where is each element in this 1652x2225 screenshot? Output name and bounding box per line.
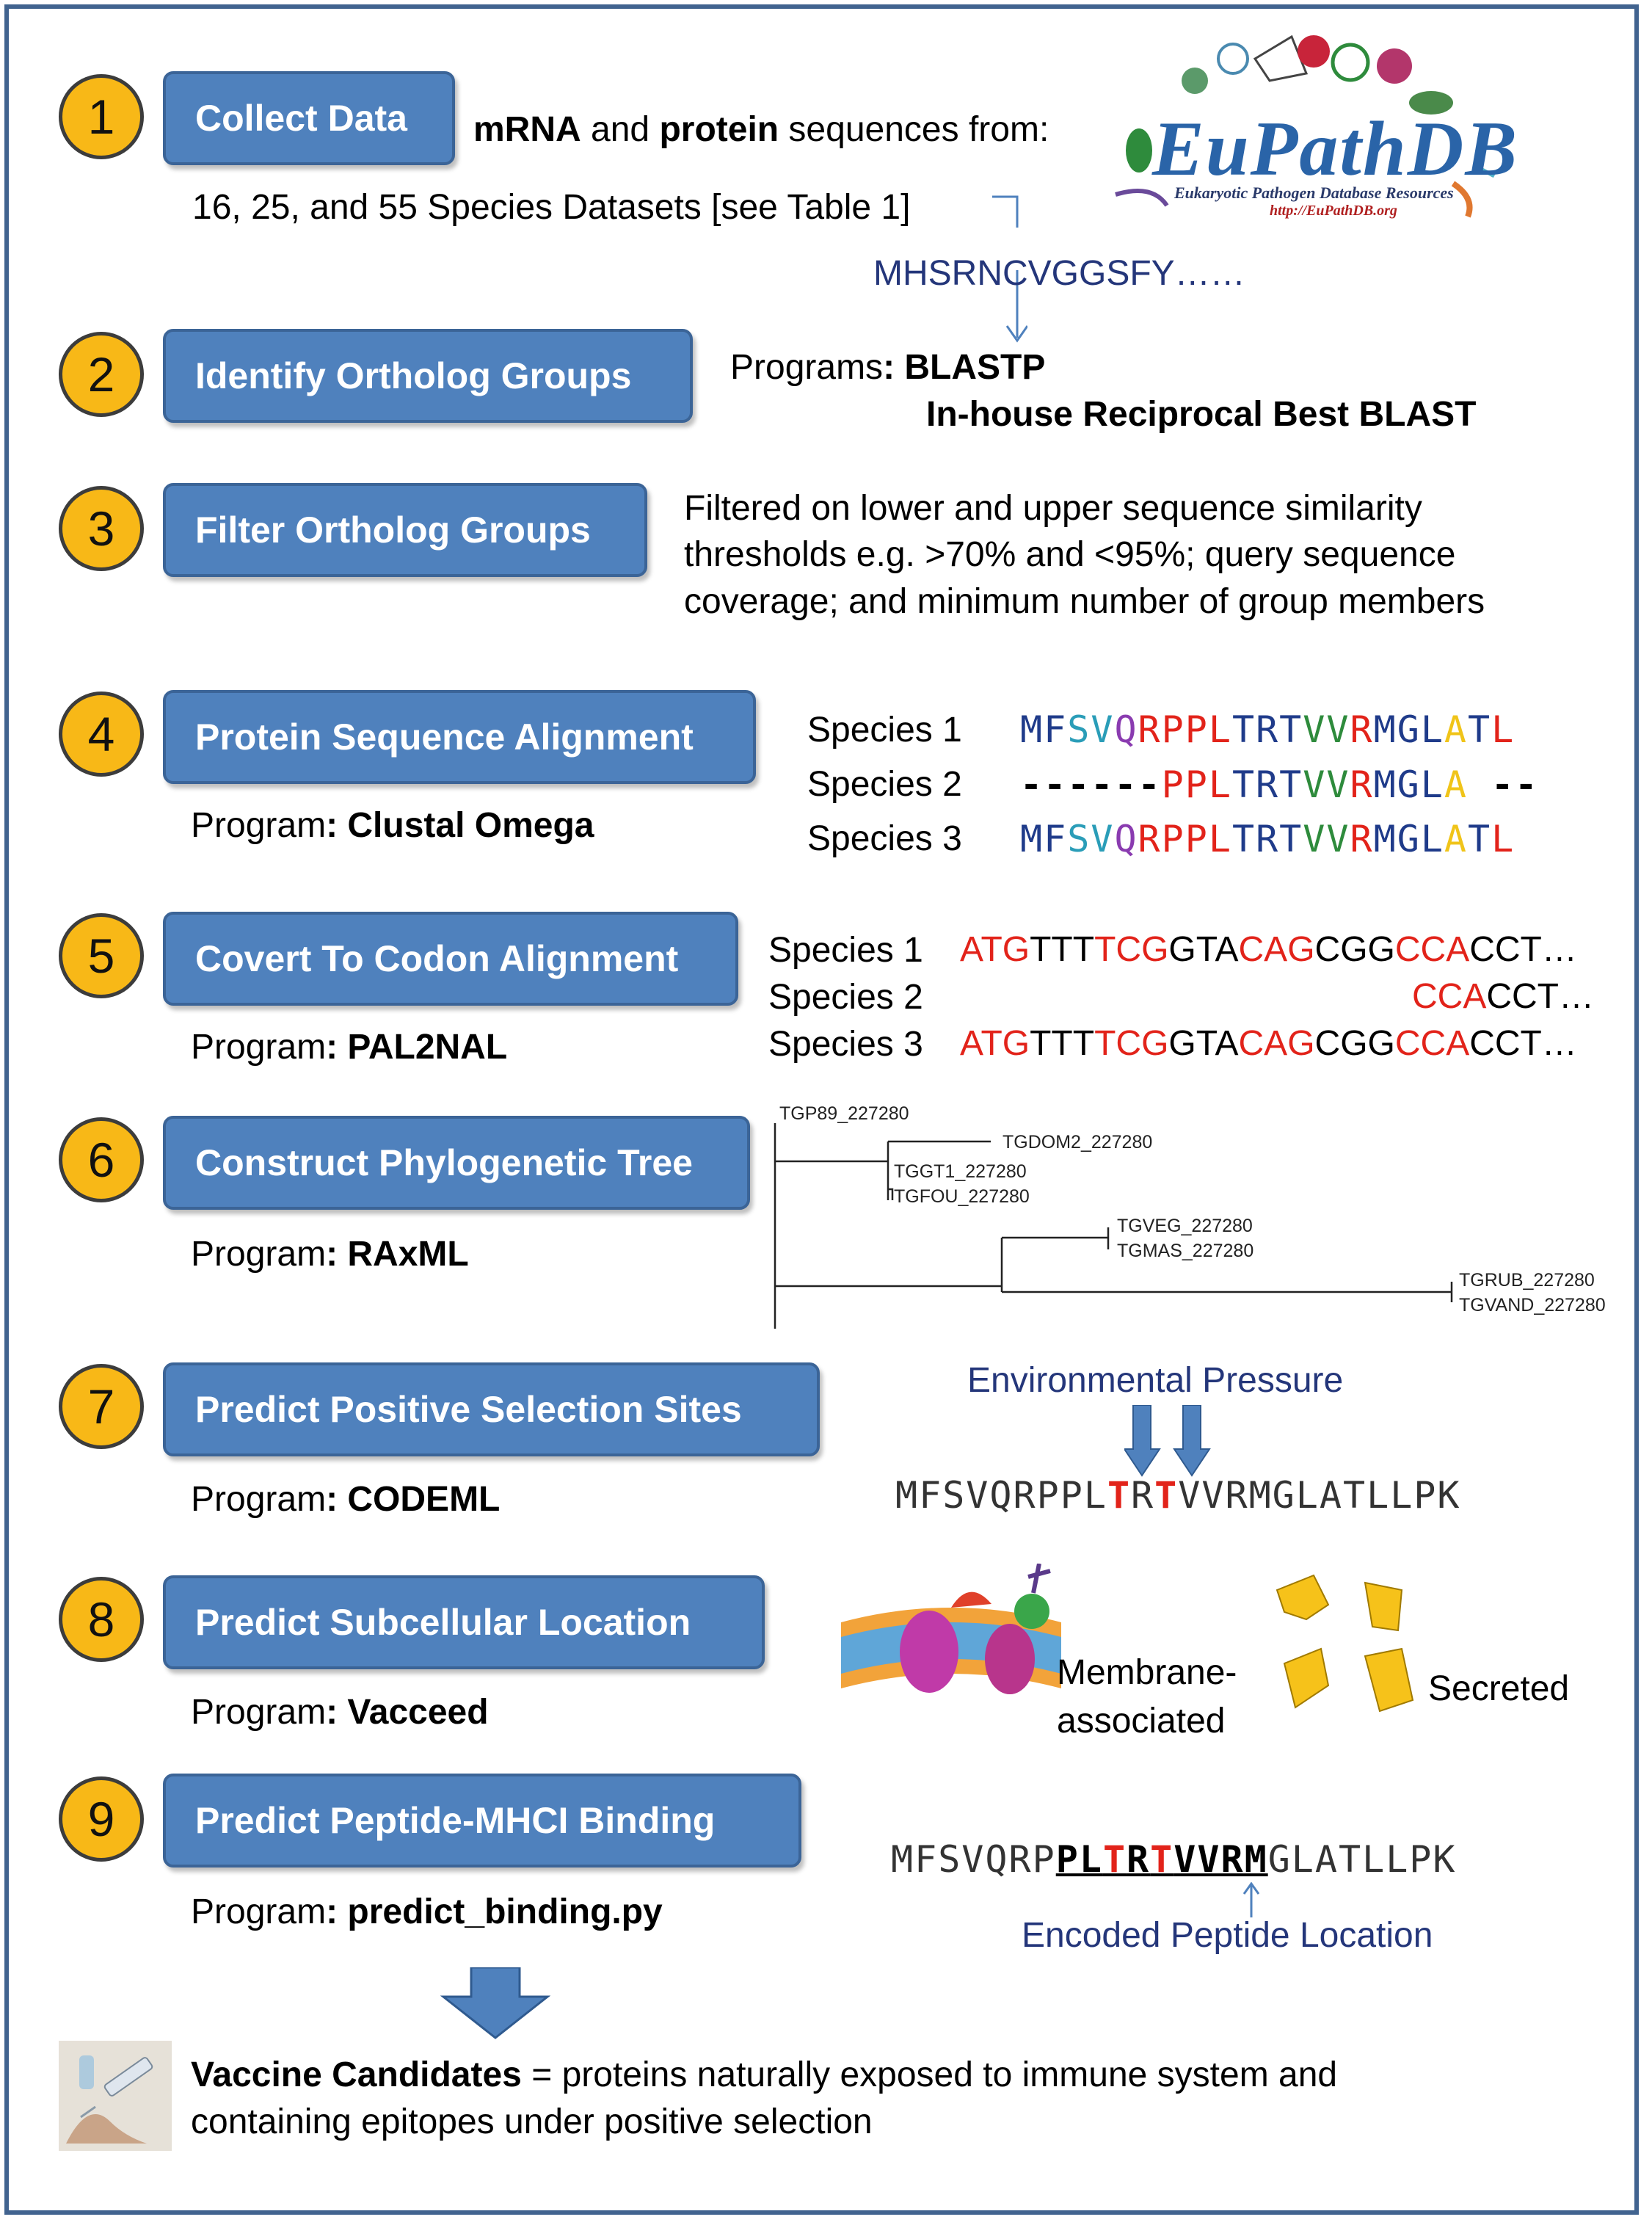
align-species-2: Species 2 bbox=[807, 765, 962, 804]
step-predict-positive-selection-sites: Predict Positive Selection Sites bbox=[163, 1362, 820, 1456]
program-label: Program bbox=[191, 806, 327, 845]
program-clustal-omega: : Clustal Omega bbox=[326, 806, 594, 845]
tree-leaf-tgp89: TGP89_227280 bbox=[779, 1103, 909, 1124]
program-predict-binding: : predict_binding.py bbox=[326, 1892, 663, 1931]
datasets-text: 16, 25, and 55 Species Datasets [see Tab… bbox=[192, 188, 911, 227]
encoded-peptide-location-label: Encoded Peptide Location bbox=[1022, 1916, 1433, 1955]
filter-criteria-line-2: thresholds e.g. >70% and <95%; query seq… bbox=[684, 535, 1456, 574]
program-label: Program bbox=[191, 1235, 327, 1274]
secreted-label: Secreted bbox=[1428, 1669, 1570, 1708]
filter-criteria-line-3: coverage; and minimum number of group me… bbox=[684, 582, 1485, 621]
program-label: Program bbox=[191, 1892, 327, 1931]
tree-leaf-tggt1: TGGT1_227280 bbox=[894, 1161, 1027, 1182]
step-identify-ortholog-groups: Identify Ortholog Groups bbox=[163, 329, 693, 423]
secreted-protein-illustration bbox=[1276, 1574, 1414, 1713]
example-sequence: MHSRNCVGGSFY…… bbox=[873, 254, 1245, 293]
step-number-5: 5 bbox=[59, 913, 144, 998]
membrane-illustration bbox=[841, 1564, 1061, 1694]
vaccine-syringe-image bbox=[59, 2041, 172, 2151]
step7-program: Program: CODEML bbox=[191, 1478, 500, 1521]
program-pal2nal: : PAL2NAL bbox=[326, 1028, 508, 1067]
program-reciprocal-best-blast: In-house Reciprocal Best BLAST bbox=[926, 395, 1477, 434]
step-number-8: 8 bbox=[59, 1577, 144, 1662]
program-label: Program bbox=[191, 1693, 327, 1732]
vaccine-candidates-line-1: Vaccine Candidates = proteins naturally … bbox=[191, 2054, 1337, 2097]
step1-sources: mRNA and protein sequences from: bbox=[473, 109, 1049, 151]
gap-left: ------ bbox=[1020, 763, 1162, 806]
figure-frame bbox=[4, 4, 1639, 2215]
selection-site-sequence: MFSVQRPPLTRTVVRMGLATLLPK bbox=[895, 1474, 1461, 1517]
tree-leaf-tgrub: TGRUB_227280 bbox=[1459, 1270, 1595, 1291]
protein-label: protein bbox=[659, 110, 779, 149]
sources-text: sequences from: bbox=[779, 110, 1049, 149]
step-number-2: 2 bbox=[59, 332, 144, 417]
programs-label: Programs bbox=[730, 348, 884, 387]
step-protein-sequence-alignment: Protein Sequence Alignment bbox=[163, 690, 756, 784]
align-species-1: Species 1 bbox=[807, 711, 962, 749]
step-number-7: 7 bbox=[59, 1364, 144, 1449]
step-number-3: 3 bbox=[59, 486, 144, 571]
mrna-label: mRNA bbox=[473, 110, 581, 149]
and-text: and bbox=[581, 110, 660, 149]
tree-leaf-tgmas: TGMAS_227280 bbox=[1117, 1241, 1253, 1261]
step5-program: Program: PAL2NAL bbox=[191, 1026, 507, 1069]
gap-right: -- bbox=[1491, 763, 1539, 806]
step-collect-data: Collect Data bbox=[163, 71, 455, 165]
down-arrow bbox=[440, 1967, 550, 2039]
step-number-1: 1 bbox=[59, 74, 144, 159]
codon-species-3: Species 3 bbox=[768, 1025, 923, 1064]
step-predict-peptide-mhci-binding: Predict Peptide-MHCI Binding bbox=[163, 1774, 801, 1868]
codon-row-2: CCACCT… bbox=[1412, 977, 1594, 1016]
peptide-location-arrow bbox=[1242, 1882, 1260, 1917]
tree-leaf-tgdom2: TGDOM2_227280 bbox=[1003, 1132, 1152, 1153]
vaccine-candidates-line-2: containing epitopes under positive selec… bbox=[191, 2102, 873, 2141]
eupathdb-wordmark: EuPathDB bbox=[1152, 106, 1519, 192]
membrane-associated-line-2: associated bbox=[1057, 1702, 1226, 1741]
step8-program: Program: Vacceed bbox=[191, 1691, 489, 1734]
pressure-arrows bbox=[1124, 1405, 1211, 1477]
codon-species-2: Species 2 bbox=[768, 978, 923, 1017]
vaccine-candidates-label: Vaccine Candidates bbox=[191, 2055, 522, 2094]
step-number-4: 4 bbox=[59, 692, 144, 777]
program-label: Program bbox=[191, 1028, 327, 1067]
eupathdb-url: http://EuPathDB.org bbox=[1270, 203, 1397, 219]
phylogenetic-tree: TGP89_227280 TGDOM2_227280 TGGT1_227280 … bbox=[774, 1103, 1606, 1329]
program-codeml: : CODEML bbox=[326, 1480, 501, 1519]
pathogen-illustrations bbox=[1115, 35, 1496, 218]
vaccine-candidates-definition: = proteins naturally exposed to immune s… bbox=[521, 2055, 1338, 2094]
protein-alignment-row-2: ------PPLTRTVVRMGLA -- bbox=[1020, 763, 1539, 806]
step4-program: Program: Clustal Omega bbox=[191, 805, 594, 847]
protein-alignment-row-3: MFSVQRPPLTRTVVRMGLATL bbox=[1020, 818, 1515, 860]
datasets-connector-arrow bbox=[992, 195, 1027, 343]
tree-leaf-tgfou: TGFOU_227280 bbox=[894, 1186, 1030, 1207]
program-vacceed: : Vacceed bbox=[326, 1693, 489, 1732]
environmental-pressure-label: Environmental Pressure bbox=[967, 1361, 1344, 1400]
filter-criteria-line-1: Filtered on lower and upper sequence sim… bbox=[684, 489, 1422, 528]
step2-programs: Programs: BLASTP bbox=[730, 346, 1045, 389]
codon-row-3: ATGTTTTCGGTACAGCGGCCACCT… bbox=[960, 1024, 1577, 1063]
eupathdb-logo: EuPathDB Eukaryotic Pathogen Database Re… bbox=[1086, 22, 1519, 220]
program-label: Program bbox=[191, 1480, 327, 1519]
step-construct-phylogenetic-tree: Construct Phylogenetic Tree bbox=[163, 1116, 750, 1210]
step-filter-ortholog-groups: Filter Ortholog Groups bbox=[163, 483, 647, 577]
protein-alignment-row-1: MFSVQRPPLTRTVVRMGLATL bbox=[1020, 708, 1515, 751]
eupathdb-tagline: Eukaryotic Pathogen Database Resources bbox=[1174, 184, 1454, 202]
tree-leaf-tgveg: TGVEG_227280 bbox=[1117, 1216, 1253, 1236]
step9-program: Program: predict_binding.py bbox=[191, 1891, 663, 1934]
encoded-peptide-sequence: MFSVQRPPLTRTVVRMGLATLLPK bbox=[891, 1838, 1457, 1881]
step-convert-to-codon-alignment: Covert To Codon Alignment bbox=[163, 912, 738, 1006]
membrane-associated-line-1: Membrane- bbox=[1057, 1653, 1237, 1692]
step6-program: Program: RAxML bbox=[191, 1233, 469, 1276]
step-number-9: 9 bbox=[59, 1776, 144, 1862]
program-raxml: : RAxML bbox=[326, 1235, 469, 1274]
step-number-6: 6 bbox=[59, 1117, 144, 1202]
tree-leaf-tgvand: TGVAND_227280 bbox=[1459, 1295, 1606, 1315]
program-blastp: : BLASTP bbox=[883, 348, 1046, 387]
align-species-3: Species 3 bbox=[807, 819, 962, 858]
step-predict-subcellular-location: Predict Subcellular Location bbox=[163, 1575, 765, 1669]
codon-row-1: ATGTTTTCGGTACAGCGGCCACCT… bbox=[960, 930, 1577, 969]
codon-species-1: Species 1 bbox=[768, 931, 923, 970]
